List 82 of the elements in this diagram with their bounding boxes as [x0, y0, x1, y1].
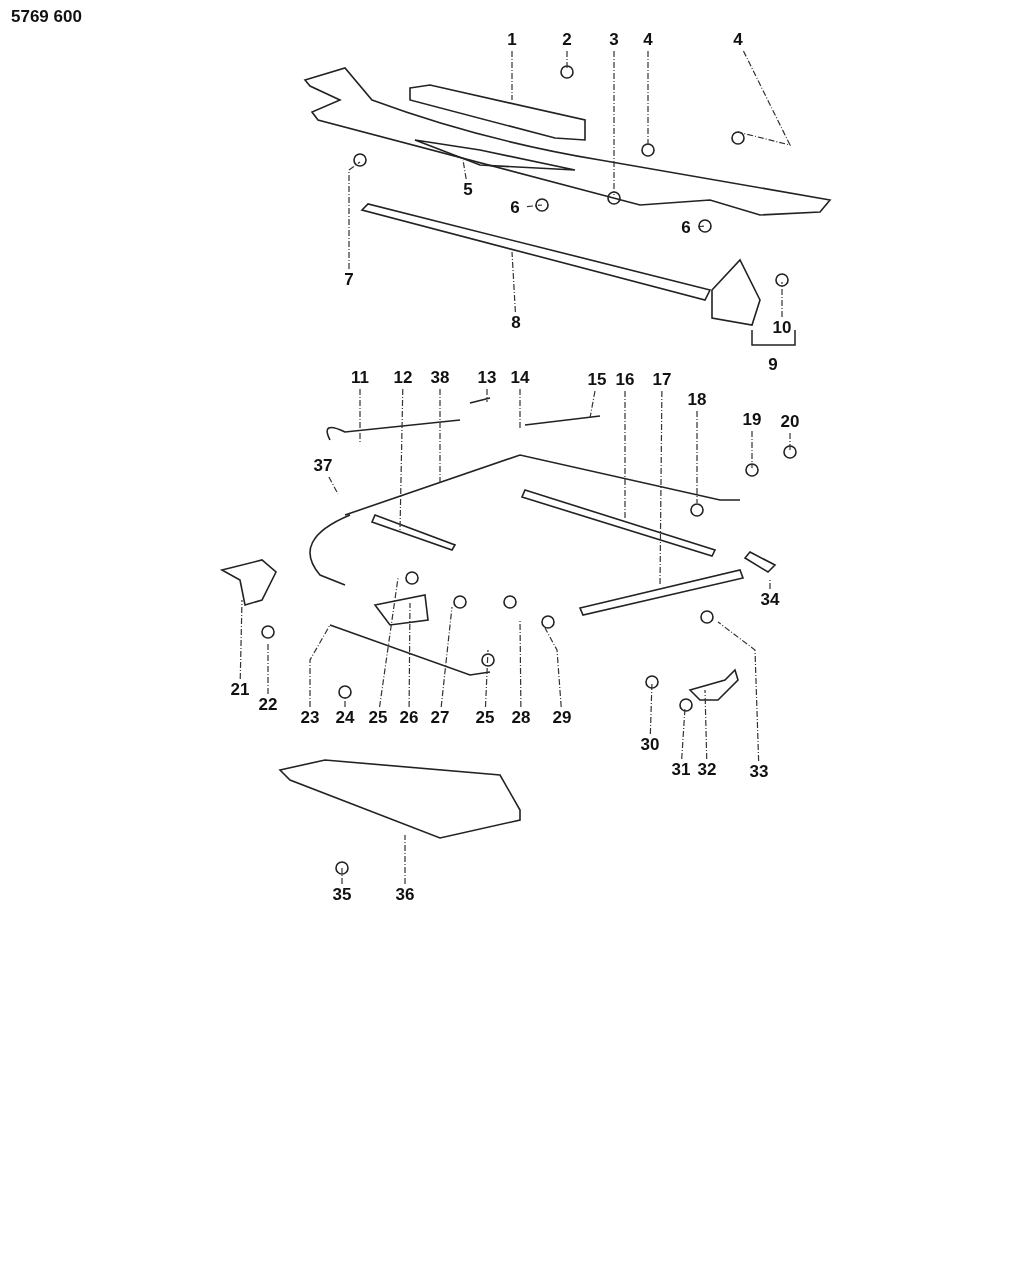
leader-line — [511, 50, 513, 101]
leader-line — [462, 159, 467, 180]
callout-number: 19 — [741, 411, 763, 429]
leader-line — [613, 50, 615, 196]
callout-number: 28 — [510, 709, 532, 727]
leader-line — [439, 388, 441, 486]
callout-number: 4 — [732, 31, 744, 49]
leader-line — [267, 641, 269, 695]
callout-number: 25 — [367, 709, 389, 727]
callout-number: 31 — [670, 761, 692, 779]
callout-number: 18 — [686, 391, 708, 409]
leader-line — [544, 627, 562, 708]
callout-number: 24 — [334, 709, 356, 727]
leader-line — [239, 599, 243, 680]
callout-number: 13 — [476, 369, 498, 387]
drawing-number: 5769 600 — [10, 8, 83, 26]
callout-number: 22 — [257, 696, 279, 714]
leader-line — [378, 577, 399, 708]
callout-number: 27 — [429, 709, 451, 727]
leader-line — [659, 390, 663, 586]
callout-number: 7 — [343, 271, 355, 289]
leader-line — [484, 649, 489, 708]
leader-line — [519, 388, 521, 431]
leader-line — [399, 388, 404, 531]
callout-number: 6 — [680, 219, 692, 237]
callout-number: 30 — [639, 736, 661, 754]
leader-line — [519, 619, 522, 708]
leader-line — [566, 50, 568, 71]
leader-line — [696, 410, 698, 504]
leader-line — [328, 476, 339, 495]
callout-number: 2 — [561, 31, 573, 49]
leader-line — [486, 388, 488, 403]
callout-number: 25 — [474, 709, 496, 727]
callout-number: 33 — [748, 763, 770, 781]
leader-line — [624, 390, 626, 521]
callout-number: 34 — [759, 591, 781, 609]
callout-number: 36 — [394, 886, 416, 904]
leader-line — [769, 577, 771, 590]
callout-number: 37 — [312, 457, 334, 475]
leader-line — [717, 621, 760, 762]
leader-line — [359, 388, 361, 443]
leader-line — [781, 281, 783, 318]
callout-number: 9 — [767, 356, 779, 374]
leader-line — [681, 707, 686, 760]
leader-line — [589, 390, 596, 419]
leader-line — [408, 602, 411, 708]
leader-line — [704, 689, 708, 760]
leader-line — [309, 624, 331, 708]
callout-number: 16 — [614, 371, 636, 389]
callout-number: 32 — [696, 761, 718, 779]
callout-number: 14 — [509, 369, 531, 387]
callout-number: 6 — [509, 199, 521, 217]
callout-number: 23 — [299, 709, 321, 727]
leader-line — [697, 225, 706, 228]
leader-line — [440, 606, 453, 708]
leader-line — [649, 681, 653, 735]
callout-number: 11 — [350, 369, 370, 387]
callout-number: 29 — [551, 709, 573, 727]
callout-number: 5 — [462, 181, 474, 199]
leader-line — [751, 430, 753, 469]
leader-line — [737, 50, 792, 146]
callout-number: 15 — [586, 371, 608, 389]
callout-number: 3 — [608, 31, 620, 49]
leader-line — [348, 161, 361, 270]
leader-line — [341, 867, 343, 885]
leader-line — [404, 834, 406, 885]
callout-number: 21 — [229, 681, 251, 699]
leader-line — [344, 695, 346, 708]
leader-line — [789, 432, 791, 453]
callout-number: 26 — [398, 709, 420, 727]
leader-line — [511, 251, 516, 313]
callout-number: 8 — [510, 314, 522, 332]
callout-number: 17 — [651, 371, 673, 389]
callout-number: 10 — [771, 319, 793, 337]
leader-line — [647, 50, 649, 146]
callout-number: 20 — [779, 413, 801, 431]
callout-number: 35 — [331, 886, 353, 904]
callout-number: 12 — [392, 369, 414, 387]
callout-number: 38 — [429, 369, 451, 387]
callout-number: 1 — [506, 31, 518, 49]
leader-line — [526, 204, 543, 208]
callout-number: 4 — [642, 31, 654, 49]
